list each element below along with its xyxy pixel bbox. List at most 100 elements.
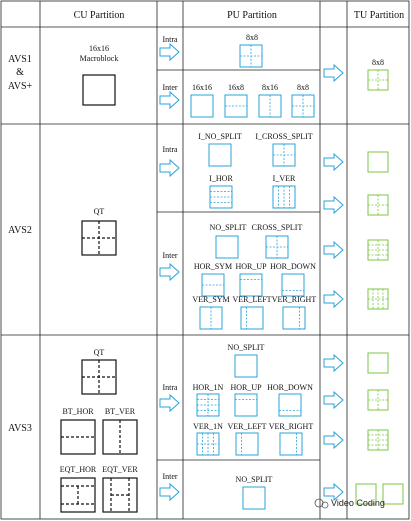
pu-avs2-inter-horup-block [239, 273, 263, 297]
header-cu: CU Partition [74, 10, 125, 21]
avs2-intra-label: Intra [162, 145, 178, 154]
pu-avs2-intra-nosplit-block [208, 143, 232, 167]
pu-avs3-intra-hordown-label: HOR_DOWN [267, 383, 313, 392]
cu-avs3-eqtver-label: EQT_VER [102, 465, 138, 474]
cu-avs1-block [82, 74, 116, 106]
avs3-intra-arrow-icon [159, 394, 180, 412]
cu-avs2-qt-block [81, 220, 117, 256]
pu-avs2-inter-horup-label: HOR_UP [235, 262, 267, 271]
avs1-intra-label: Intra [162, 35, 178, 44]
avs1-inter-arrow-icon [159, 91, 180, 109]
row-label-avs1: AVS1 [8, 54, 32, 65]
pu-avs2-inter-crosssplit-block [265, 235, 289, 259]
pu-avs3-intra-verright-label: VER_RIGHT [269, 422, 314, 431]
tu-avs3-block-4a [355, 483, 377, 505]
partition-shapes [190, 44, 404, 510]
pu-avs3-intra-horup-block [234, 393, 258, 417]
pu-avs2-inter-horsym-label: HOR_SYM [194, 262, 232, 271]
avs2-tu-arrow-icon-4 [323, 290, 344, 308]
pu-avs2-inter-verright-label: VER_RIGHT [272, 295, 317, 304]
pu-avs2-inter-hordown-block [281, 273, 305, 297]
pu-avs2-inter-versym-block [199, 306, 223, 330]
tu-avs3-block-3 [367, 429, 389, 451]
row-label-avs1-amp: & [16, 67, 24, 78]
pu-avs2-intra-hor-label: I_HOR [209, 174, 233, 183]
pu-avs2-inter-verleft-label: VER_LEFT [232, 295, 271, 304]
avs1-inter-label: Inter [162, 83, 177, 92]
cu-avs1-macroblock: Macroblock [80, 54, 119, 63]
pu-avs3-inter-nosplit-block [242, 486, 266, 510]
pu-avs3-intra-hor1n-block [196, 393, 220, 417]
avs2-inter-label: Inter [162, 251, 177, 260]
cu-avs3-btver-block [102, 419, 138, 455]
pu-avs1-intra-8x8-label: 8x8 [246, 33, 258, 42]
tu-avs1-8x8-block [367, 69, 389, 91]
row-label-avs1-plus: AVS+ [8, 81, 33, 92]
pu-avs1-inter-16x16-block [190, 94, 214, 118]
pu-avs3-intra-ver1n-label: VER_1N [193, 422, 223, 431]
pu-avs3-intra-nosplit-label: NO_SPLIT [228, 343, 265, 352]
tu-avs3-block-4b [382, 483, 404, 505]
pu-avs1-inter-8x8-block [291, 94, 315, 118]
cu-avs3-qt-label: QT [94, 348, 105, 357]
cu-avs3-btver-label: BT_VER [105, 407, 136, 416]
pu-avs2-intra-crosssplit-label: I_CROSS_SPLIT [255, 132, 312, 141]
pu-avs3-intra-verleft-block [235, 432, 259, 456]
tu-avs3-block-2 [367, 389, 389, 411]
avs3-inter-arrow-icon [159, 483, 180, 501]
pu-avs2-intra-ver-label: I_VER [273, 174, 296, 183]
pu-avs3-intra-hor1n-label: HOR_1N [193, 383, 224, 392]
pu-avs3-intra-verright-block [279, 432, 303, 456]
pu-avs2-inter-nosplit-label: NO_SPLIT [210, 223, 247, 232]
pu-avs1-inter-16x16-label: 16x16 [192, 83, 212, 92]
pu-avs1-inter-8x16-label: 8x16 [262, 83, 278, 92]
pu-avs2-inter-hordown-label: HOR_DOWN [270, 262, 316, 271]
pu-avs3-intra-nosplit-block [234, 354, 258, 378]
pu-avs1-inter-8x8-label: 8x8 [297, 83, 309, 92]
row-label-avs3: AVS3 [8, 423, 32, 434]
cu-avs3-bthor-label: BT_HOR [62, 407, 94, 416]
avs3-intra-label: Intra [162, 383, 178, 392]
tu-avs2-block-1 [367, 151, 389, 173]
tu-avs2-block-3 [367, 239, 389, 261]
row-label-avs2: AVS2 [8, 225, 32, 236]
avs3-tu-arrow-icon-3 [323, 431, 344, 449]
pu-avs2-inter-horsym-block [201, 273, 225, 297]
watermark-text: Video Coding [331, 498, 385, 508]
pu-avs1-inter-16x8-label: 16x8 [228, 83, 244, 92]
pu-avs3-intra-ver1n-block [196, 432, 220, 456]
cu-avs3-bthor-block [60, 419, 96, 455]
avs2-tu-arrow-icon-3 [323, 241, 344, 259]
pu-avs2-inter-versym-label: VER_SYM [192, 295, 229, 304]
cu-avs3-eqthor-label: EQT_HOR [60, 465, 97, 474]
pu-avs2-inter-crosssplit-label: CROSS_SPLIT [252, 223, 303, 232]
pu-avs3-intra-verleft-label: VER_LEFT [227, 422, 266, 431]
avs2-inter-arrow-icon [159, 263, 180, 281]
cu-avs2-qt-label: QT [94, 207, 105, 216]
pu-avs2-intra-crosssplit-block [272, 143, 296, 167]
pu-avs1-inter-8x16-block [258, 94, 282, 118]
pu-avs2-inter-verright-block [282, 306, 306, 330]
cu-avs3-eqthor-block [60, 477, 96, 513]
avs2-tu-arrow-icon-1 [323, 153, 344, 171]
pu-avs2-intra-nosplit-label: I_NO_SPLIT [198, 132, 242, 141]
tu-avs2-block-4 [367, 288, 389, 310]
avs2-tu-arrow-icon-2 [323, 196, 344, 214]
watermark: Video Coding [314, 498, 385, 509]
avs3-inter-label: Inter [162, 472, 177, 481]
avs3-tu-arrow-icon-2 [323, 391, 344, 409]
header-pu: PU Partition [227, 10, 277, 21]
avs1-intra-arrow-icon [159, 43, 180, 61]
avs3-tu-arrow-icon-1 [323, 354, 344, 372]
pu-avs1-intra-8x8-block [239, 44, 263, 68]
pu-avs3-intra-horup-label: HOR_UP [230, 383, 262, 392]
pu-avs2-inter-nosplit-block [215, 235, 239, 259]
tu-avs3-block-1 [367, 352, 389, 374]
avs1-tu-arrow-icon [323, 64, 344, 82]
tu-avs2-block-2 [367, 194, 389, 216]
pu-avs1-inter-16x8-block [224, 94, 248, 118]
pu-avs2-inter-verleft-block [240, 306, 264, 330]
